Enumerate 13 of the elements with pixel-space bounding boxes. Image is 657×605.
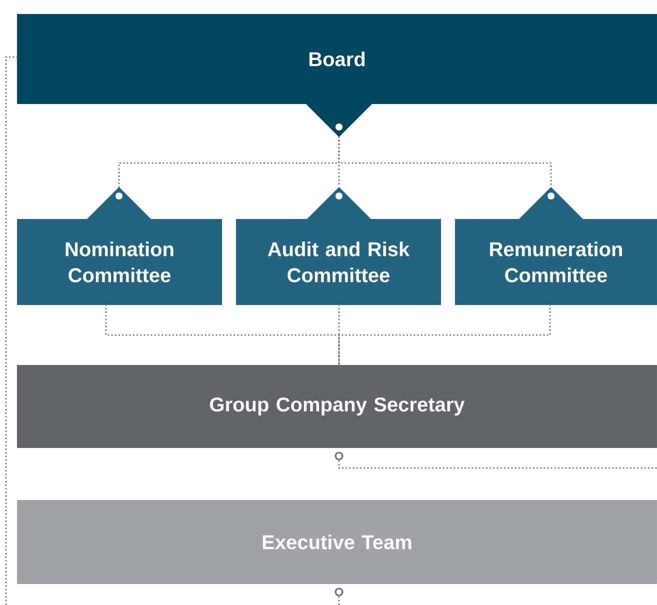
org-box: Nomination Committee bbox=[17, 187, 222, 305]
org-box: Audit and Risk Committee bbox=[236, 187, 441, 305]
connector-line bbox=[334, 452, 657, 469]
org-box: Executive Team bbox=[17, 500, 657, 584]
org-box: Group Company Secretary bbox=[17, 365, 657, 448]
connector-line bbox=[338, 304, 551, 366]
org-box: Remuneration Committee bbox=[455, 187, 657, 305]
connector-line bbox=[5, 56, 18, 605]
org-box: Board bbox=[17, 14, 657, 137]
connector-line bbox=[338, 136, 552, 188]
connector-line bbox=[338, 304, 340, 366]
connector-line bbox=[334, 588, 344, 605]
connector-line bbox=[105, 304, 340, 366]
